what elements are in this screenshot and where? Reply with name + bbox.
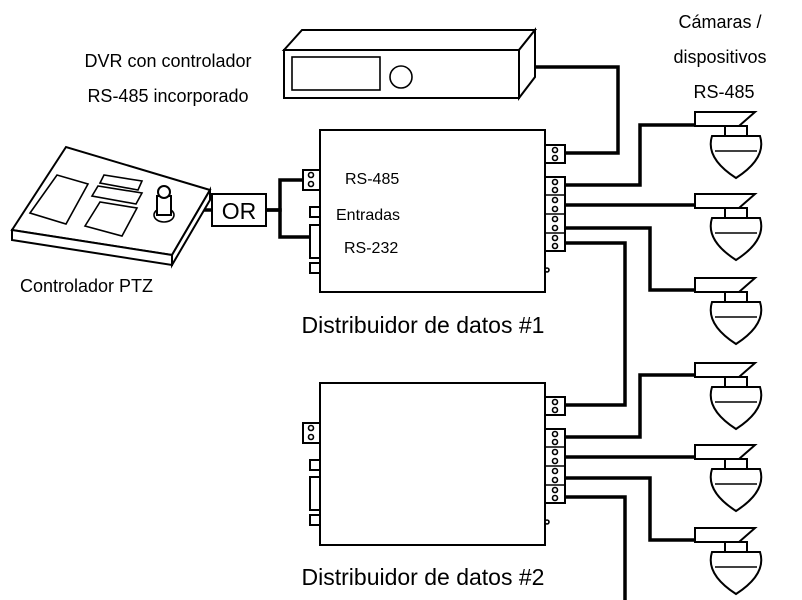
controller-label: Controlador PTZ (20, 276, 153, 296)
cameras-label-line1: Cámaras / (678, 12, 761, 32)
distributor-2 (302, 382, 566, 546)
camera-3 (694, 277, 763, 346)
camera-5 (694, 444, 763, 513)
rs232-input-label: RS-232 (344, 240, 398, 257)
cameras-label-line2: dispositivos (673, 47, 766, 67)
dvr-device (281, 27, 538, 101)
or-box (211, 193, 267, 227)
distributor-1 (302, 129, 566, 293)
cameras-label-line3: RS-485 (693, 82, 754, 102)
dvr-label-line2: RS-485 incorporado (87, 86, 248, 106)
or-label: OR (222, 198, 257, 224)
dvr-label-line1: DVR con controlador (84, 51, 251, 71)
ptz-controller (10, 145, 212, 269)
distributor-1-label: Distribuidor de datos #1 (302, 312, 545, 338)
camera-2 (694, 193, 763, 262)
wiring (196, 65, 695, 600)
rs485-input-label: RS-485 (345, 171, 399, 188)
camera-1 (694, 111, 763, 180)
distributor-2-label: Distribuidor de datos #2 (302, 564, 545, 590)
inputs-label: Entradas (336, 207, 400, 224)
camera-4 (694, 362, 763, 431)
camera-6 (694, 527, 763, 596)
